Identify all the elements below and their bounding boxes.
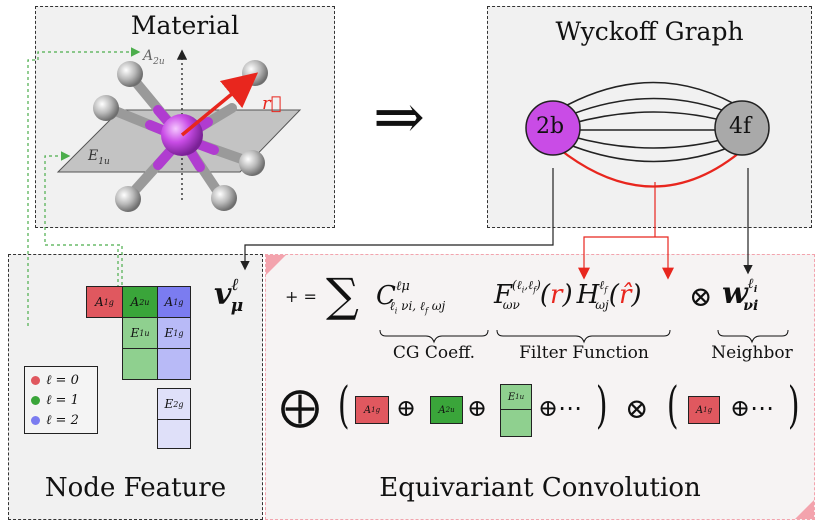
legend-item: ℓ = 1 — [25, 390, 97, 410]
r-vector — [180, 72, 259, 137]
node-2b-label: 2b — [536, 114, 565, 139]
legend-label: ℓ = 1 — [46, 393, 79, 408]
legend-item: ℓ = 2 — [25, 410, 97, 430]
material-title: Material — [130, 11, 240, 40]
convolution-panel: Equivariant Convolution — [265, 254, 815, 520]
cell-l1-empty — [122, 348, 158, 380]
cg-label: CG Coeff. — [392, 343, 476, 363]
node-feature-title: Node Feature — [44, 473, 227, 503]
legend-dot — [31, 395, 40, 405]
r-vector-label: r⃗ — [262, 93, 282, 114]
atom-gray — [239, 150, 265, 176]
l-legend: ℓ = 0 ℓ = 1 ℓ = 2 — [24, 366, 98, 434]
atom-gray — [93, 95, 119, 121]
legend-item: ℓ = 0 — [25, 370, 97, 390]
legend-dot — [31, 415, 40, 425]
oplus-2: ⊕ — [467, 394, 488, 422]
filter-function: F(ℓi,ℓf)ων(r)Hℓfωj(r̂) — [494, 278, 642, 313]
neighbor-weight: wℓiνi — [722, 276, 759, 314]
atom-gray — [117, 61, 143, 87]
close-paren-1: ) — [595, 376, 608, 434]
a2u-connector — [27, 47, 141, 326]
e1u-connector — [44, 151, 123, 285]
legend-label: ℓ = 0 — [46, 373, 79, 388]
filter-label: Filter Function — [519, 343, 649, 363]
tensor-product: ⊗ — [689, 280, 713, 313]
open-paren-2: ( — [666, 376, 679, 434]
red-graph-edge — [557, 147, 746, 188]
sum-sign: ∑ — [326, 268, 359, 322]
otimes-2: ⊗ — [625, 392, 649, 425]
node-feature-symbol: vℓμ — [214, 275, 244, 316]
oplus-dots-2: ⊕⋯ — [730, 394, 775, 422]
big-oplus: ⨁ — [280, 384, 320, 430]
cell-l2-empty — [157, 348, 191, 380]
legend-label: ℓ = 2 — [46, 413, 79, 428]
atom-gray — [115, 186, 141, 212]
oplus-dots-1: ⊕⋯ — [538, 394, 583, 422]
convolution-title: Equivariant Convolution — [379, 473, 701, 503]
node-2b — [525, 100, 581, 156]
a2u-label: A2u — [143, 48, 165, 67]
edge-to-node-feature — [240, 168, 554, 271]
close-paren-2: ) — [787, 376, 800, 434]
plus-equals: + = — [285, 287, 317, 306]
open-paren-1: ( — [337, 376, 350, 434]
legend-dot — [31, 375, 40, 385]
atom-gray — [211, 185, 237, 211]
neighbor-label: Neighbor — [711, 343, 793, 363]
e1u-label: E1u — [88, 148, 110, 167]
wyckoff-title: Wyckoff Graph — [555, 17, 744, 46]
edge-to-filter — [583, 182, 669, 275]
implies-arrow: ⇒ — [373, 80, 425, 153]
cg-coefficient: Cℓμℓi νi, ℓf ωj — [376, 279, 446, 316]
oplus-1: ⊕ — [396, 394, 417, 422]
node-4f — [714, 100, 770, 156]
cell-l2-empty-2 — [157, 419, 191, 449]
conv-cell-e1u-lower — [500, 409, 532, 437]
node-4f-label: 4f — [729, 114, 752, 139]
